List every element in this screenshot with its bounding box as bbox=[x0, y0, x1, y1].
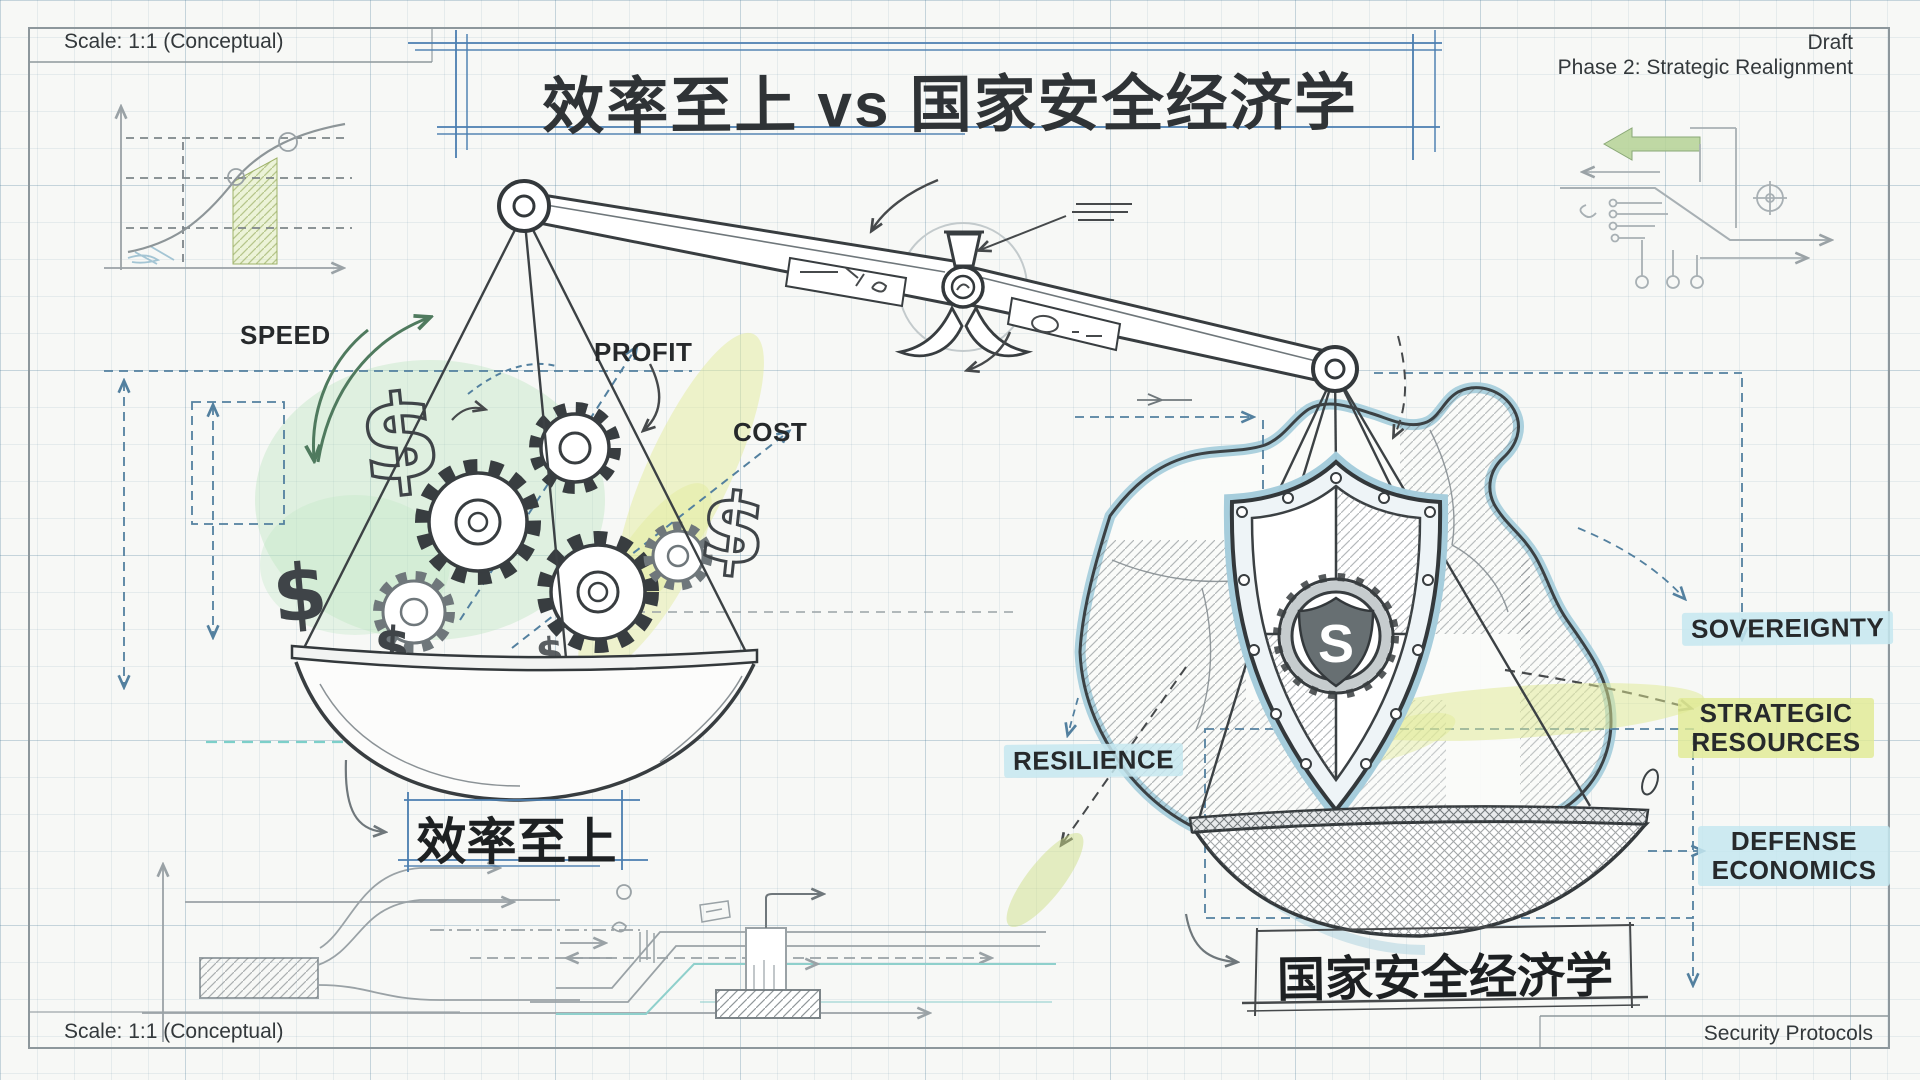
dollar-icon: $ bbox=[694, 472, 771, 588]
security-protocols-note: Security Protocols bbox=[1703, 1022, 1873, 1045]
island-icon bbox=[1641, 768, 1659, 796]
gear-icon bbox=[373, 571, 455, 653]
shield-monogram: S bbox=[1318, 614, 1354, 674]
label-strategic-resources: STRATEGIC RESOURCES bbox=[1678, 698, 1874, 759]
phase-note: Phase 2: Strategic Realignment bbox=[1557, 56, 1853, 79]
gear-icon bbox=[537, 531, 659, 653]
rotation-arrow bbox=[968, 331, 1012, 370]
left-scale-pan bbox=[290, 644, 759, 802]
scale-note-bottom-left: Scale: 1:1 (Conceptual) bbox=[64, 1020, 284, 1043]
label-sovereignty: SOVEREIGNTY bbox=[1681, 611, 1894, 646]
green-arrow-icon bbox=[1602, 127, 1701, 161]
pipeline-sketch bbox=[530, 894, 1056, 1019]
rotation-arrow bbox=[872, 178, 939, 230]
title-block-lines bbox=[408, 30, 1442, 160]
growth-chart-sketch bbox=[104, 108, 352, 270]
left-scale-strings bbox=[301, 211, 750, 659]
beam-plate-left bbox=[784, 256, 908, 308]
mini-shield-icon bbox=[1297, 596, 1375, 688]
shield-rivets bbox=[1236, 472, 1436, 770]
dollar-signs: $ $ $ $ $ bbox=[269, 367, 773, 678]
right-pivot bbox=[1311, 345, 1359, 393]
label-defense-economics: DEFENSE ECONOMICS bbox=[1698, 826, 1890, 887]
label-speed: SPEED bbox=[240, 320, 331, 350]
frame-corner-lines bbox=[29, 28, 1888, 1048]
label-profit: PROFIT bbox=[594, 337, 693, 367]
left-pivot bbox=[497, 179, 551, 233]
blueprint-frame bbox=[28, 27, 1890, 1049]
circuit-sketch bbox=[1560, 127, 1830, 289]
caption-security: 国家安全经济学 bbox=[1276, 949, 1614, 1008]
gear-icon bbox=[529, 402, 621, 494]
draft-status: Draft bbox=[1807, 31, 1853, 54]
cycle-arrows bbox=[313, 318, 428, 462]
right-scale-pan bbox=[1188, 805, 1651, 955]
gear-icon bbox=[415, 459, 541, 585]
fulcrum-note bbox=[980, 203, 1132, 250]
efficiency-caption-box bbox=[398, 790, 648, 872]
beam-plate-right bbox=[1006, 296, 1122, 352]
caption-efficiency: 效率至上 bbox=[416, 814, 617, 870]
page-title: 效率至上 vs 国家安全经济学 bbox=[542, 68, 1358, 143]
dollar-icon: $ bbox=[269, 547, 331, 641]
gears-icon bbox=[373, 402, 713, 653]
fulcrum bbox=[894, 230, 1034, 358]
security-caption-box bbox=[1241, 921, 1649, 1017]
dollar-icon: $ bbox=[353, 368, 447, 510]
balance-beam bbox=[497, 178, 1359, 393]
flow-diagram-sketch bbox=[142, 866, 990, 1042]
caption-arrows bbox=[344, 759, 1236, 962]
label-cost: COST bbox=[733, 417, 808, 447]
small-sketch-arrows bbox=[451, 363, 661, 430]
label-resilience: RESILIENCE bbox=[1003, 743, 1184, 778]
shield-medallion: S bbox=[1273, 573, 1399, 699]
scale-note-top-left: Scale: 1:1 (Conceptual) bbox=[64, 30, 284, 53]
